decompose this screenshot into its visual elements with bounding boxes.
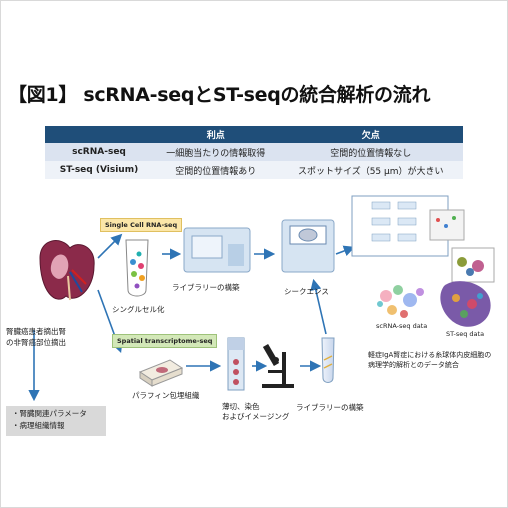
library-label-top: ライブラリーの構築 [172,283,240,292]
table-row: ST-seq (Visium) 空間的位置情報あり スポットサイズ（55 μm）… [45,161,463,179]
table-cell: 空間的位置情報なし [278,143,463,161]
stseq-tissue-icon [440,281,491,327]
analysis-workflow-icon [351,195,495,283]
single-cell-tag: Single Cell RNA-seq [100,218,183,232]
table-cell: ST-seq (Visium) [45,161,153,179]
info-item: ・病理組織情報 [12,421,65,430]
sequence-label: シークエンス [284,287,329,296]
stseq-data-label: ST-seq data [446,330,485,338]
scrna-umap-icon [377,285,424,318]
table-cell: scRNA-seq [45,143,153,161]
info-box: ・腎臓関連パラメータ ・病理組織情報 [6,406,106,436]
spatial-tag: Spatial transcriptome-seq [112,334,218,348]
slide-title: 【図1】 scRNA-seqとST-seqの統合解析の流れ [8,84,431,106]
comparison-table: 利点 欠点 scRNA-seq 一細胞当たりの情報取得 空間的位置情報なし ST… [45,126,463,179]
integration-label: 軽症IgA腎症における糸球体内皮細胞の 病理学的解析とのデータ統合 [368,351,492,369]
library-machine-icon [183,227,251,273]
kidney-label: 腎臓癌患者摘出腎 の非腎癌部位摘出 [6,327,66,347]
single-cell-label: シングルセル化 [112,305,165,314]
single-cell-tube-icon [125,239,149,297]
section-label: 薄切、染色 およびイメージング [222,402,290,421]
scrna-data-label: scRNA-seq data [376,322,428,330]
library-label-bottom: ライブラリーの構築 [296,403,364,412]
table-row: scRNA-seq 一細胞当たりの情報取得 空間的位置情報なし [45,143,463,161]
kidney-icon [39,240,95,301]
table-header-empty [45,126,153,143]
table-cell: 一細胞当たりの情報取得 [153,143,279,161]
library-tube-icon [321,337,335,383]
table-header-row: 利点 欠点 [45,126,463,143]
table-header-advantage: 利点 [153,126,279,143]
table-cell: 空間的位置情報あり [153,161,279,179]
arrow-to-analysis [335,245,355,257]
paraffin-block-icon [138,359,184,387]
arrow-to-single-cell [97,233,123,259]
info-item: ・腎臓関連パラメータ [12,409,87,418]
table-cell: スポットサイズ（55 μm）が大きい [278,161,463,179]
tissue-slide-icon [227,337,245,391]
microscope-icon [262,343,294,388]
paraffin-label: パラフィン包埋組織 [132,391,200,400]
table-header-disadvantage: 欠点 [278,126,463,143]
sequencer-icon [281,219,335,273]
arrow-up-to-sequencer [310,278,327,335]
